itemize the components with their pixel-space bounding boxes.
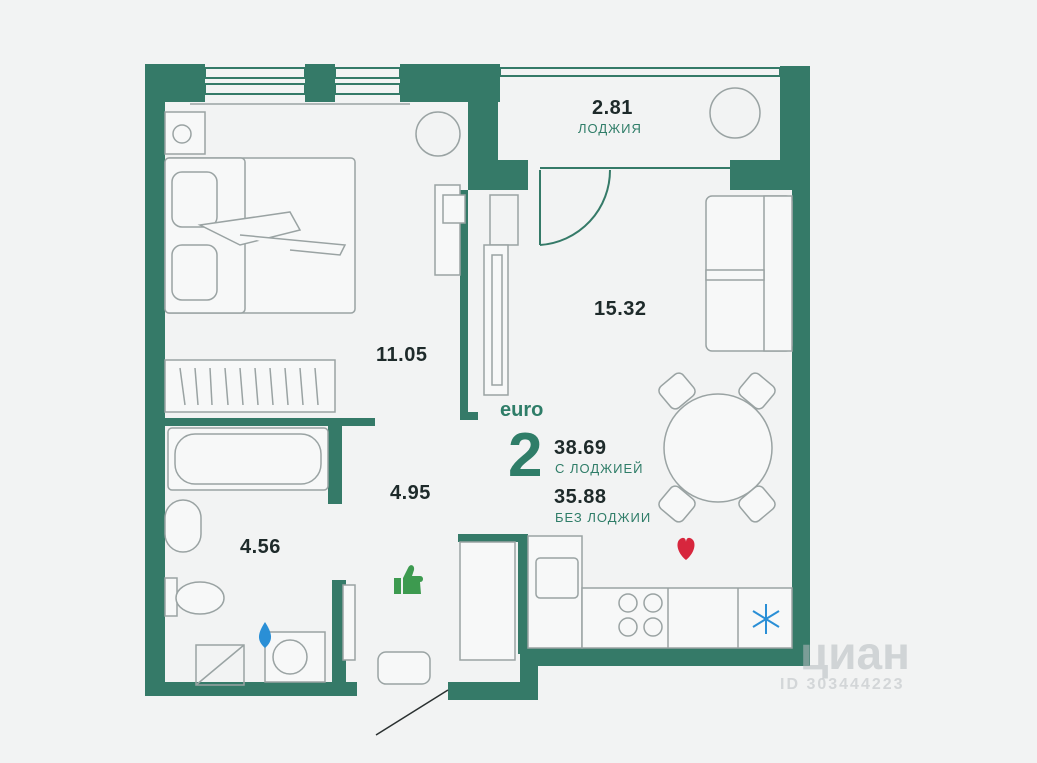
- bathroom-area: 4.56: [240, 536, 281, 558]
- hall-area: 4.95: [390, 482, 431, 504]
- watermark-logo: циан: [800, 627, 910, 679]
- snowflake-icon: [752, 604, 780, 634]
- heart-icon: [677, 537, 695, 560]
- area-without-loggia: 35.88: [554, 486, 607, 508]
- furniture: [164, 87, 793, 686]
- bedroom-area: 11.05: [376, 344, 428, 366]
- area-with-loggia: 38.69: [554, 437, 607, 459]
- rooms-count: 2: [508, 421, 543, 490]
- apartment-type: euro: [500, 399, 544, 421]
- loggia-label: ЛОДЖИЯ: [578, 121, 642, 136]
- loggia-door: [539, 169, 612, 246]
- thumbs-up-icon: [394, 565, 423, 594]
- living-kitchen-area: 15.32: [594, 298, 647, 320]
- loggia-area: 2.81: [592, 97, 633, 119]
- watermark-id: ID 303444223: [780, 676, 905, 693]
- entrance-door: [375, 689, 449, 736]
- without-loggia-label: БЕЗ ЛОДЖИИ: [555, 510, 652, 525]
- water-drop-icon: [258, 622, 272, 648]
- walls: [145, 64, 810, 700]
- windows: [204, 67, 781, 169]
- with-loggia-label: С ЛОДЖИЕЙ: [555, 461, 644, 476]
